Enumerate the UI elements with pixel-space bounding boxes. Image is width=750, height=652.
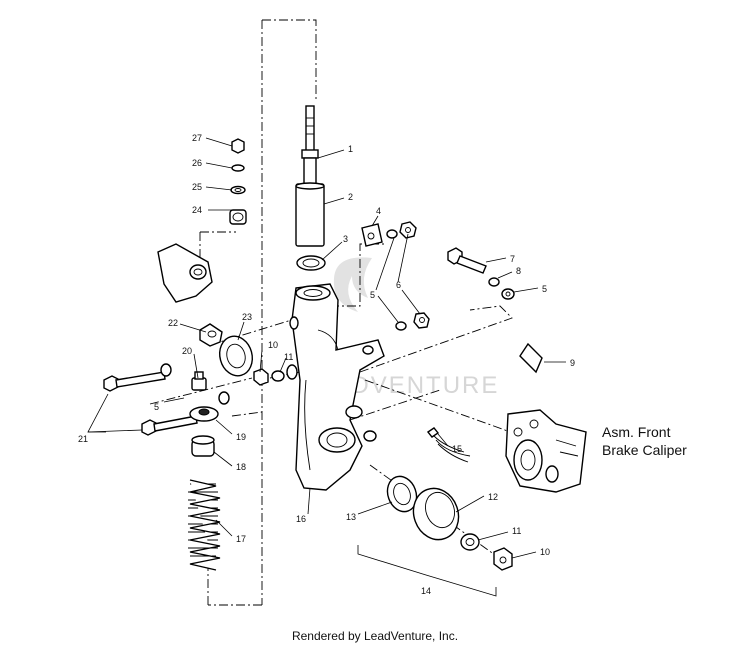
callout-6: 6	[396, 280, 401, 290]
assembly-label-line2: Brake Caliper	[602, 442, 687, 458]
brake-caliper-assembly	[505, 409, 587, 493]
part-1-shock-shaft	[301, 105, 319, 185]
callout-5-left: 5	[154, 402, 159, 412]
callout-3: 3	[343, 234, 348, 244]
callout-21: 21	[78, 434, 88, 444]
part-25-washer	[230, 185, 246, 195]
callout-12: 12	[488, 492, 498, 502]
part-22-bushing	[199, 323, 223, 347]
callout-14: 14	[421, 586, 431, 596]
part-27-nut	[231, 138, 245, 154]
callout-25: 25	[192, 182, 202, 192]
footer-credit: Rendered by LeadVenture, Inc.	[292, 629, 458, 643]
part-16-steering-knuckle	[286, 283, 385, 491]
callout-8: 8	[516, 266, 521, 276]
callout-10-left: 10	[268, 340, 278, 350]
callout-numbers: 1 2 3 4 5 6 7 8 5 9 15 12 13 11 10 14 16…	[78, 133, 575, 596]
callout-13: 13	[346, 512, 356, 522]
callout-23: 23	[242, 312, 252, 322]
part-13-seal	[386, 475, 418, 513]
part-9-pad	[519, 342, 543, 374]
callout-5-upper: 5	[370, 290, 375, 300]
part-4-bracket	[361, 223, 383, 247]
callout-5-right: 5	[542, 284, 547, 294]
part-6-nut-lower	[413, 312, 430, 329]
part-3-ring	[296, 255, 326, 271]
callout-11-left: 11	[284, 352, 293, 362]
part-19-spring-seat	[189, 406, 219, 422]
callout-26: 26	[192, 158, 202, 168]
callout-16: 16	[296, 514, 306, 524]
callout-17: 17	[236, 534, 246, 544]
callout-27: 27	[192, 133, 202, 143]
callout-7: 7	[510, 254, 515, 264]
part-23-seal	[219, 335, 253, 377]
part-5-washer-upper	[386, 229, 398, 239]
part-7-bolt	[447, 247, 487, 274]
part-8-lock-washer	[488, 277, 500, 287]
bracket-14	[357, 545, 497, 597]
part-12-bearing	[412, 487, 460, 541]
part-2-shock-body	[295, 182, 325, 247]
part-18-bumper	[191, 435, 215, 457]
leader-lines	[87, 137, 566, 559]
part-21-bolt-upper	[103, 371, 166, 392]
part-10-castle-nut-right	[493, 547, 513, 571]
part-11-washer-right	[460, 533, 480, 551]
upper-mount-bracket	[157, 243, 213, 303]
callout-10-right: 10	[540, 547, 550, 557]
callout-22: 22	[168, 318, 178, 328]
part-17-spring	[188, 479, 221, 571]
callout-4: 4	[376, 206, 381, 216]
part-21-bolt-lower	[141, 415, 198, 436]
callout-24: 24	[192, 205, 202, 215]
callout-19: 19	[236, 432, 246, 442]
callout-9: 9	[570, 358, 575, 368]
part-15-wiring	[426, 427, 471, 463]
part-6-nut-upper	[399, 221, 417, 239]
callout-2: 2	[348, 192, 353, 202]
part-11-washer-left	[271, 370, 285, 382]
part-24-nut	[229, 209, 247, 225]
part-20-fitting	[191, 371, 207, 391]
callout-11-right: 11	[512, 526, 521, 536]
assembly-label-line1: Asm. Front	[602, 424, 671, 440]
assembly-label: Asm. Front Brake Caliper	[602, 424, 687, 458]
part-26-washer	[231, 164, 245, 172]
part-5-washer-left	[160, 363, 230, 405]
part-10-castle-nut-left	[253, 368, 269, 386]
part-5-washer-lower	[395, 321, 407, 331]
callout-1: 1	[348, 144, 353, 154]
callout-20: 20	[182, 346, 192, 356]
callout-15: 15	[452, 444, 462, 454]
part-5-washer-right	[501, 288, 515, 300]
callout-18: 18	[236, 462, 246, 472]
